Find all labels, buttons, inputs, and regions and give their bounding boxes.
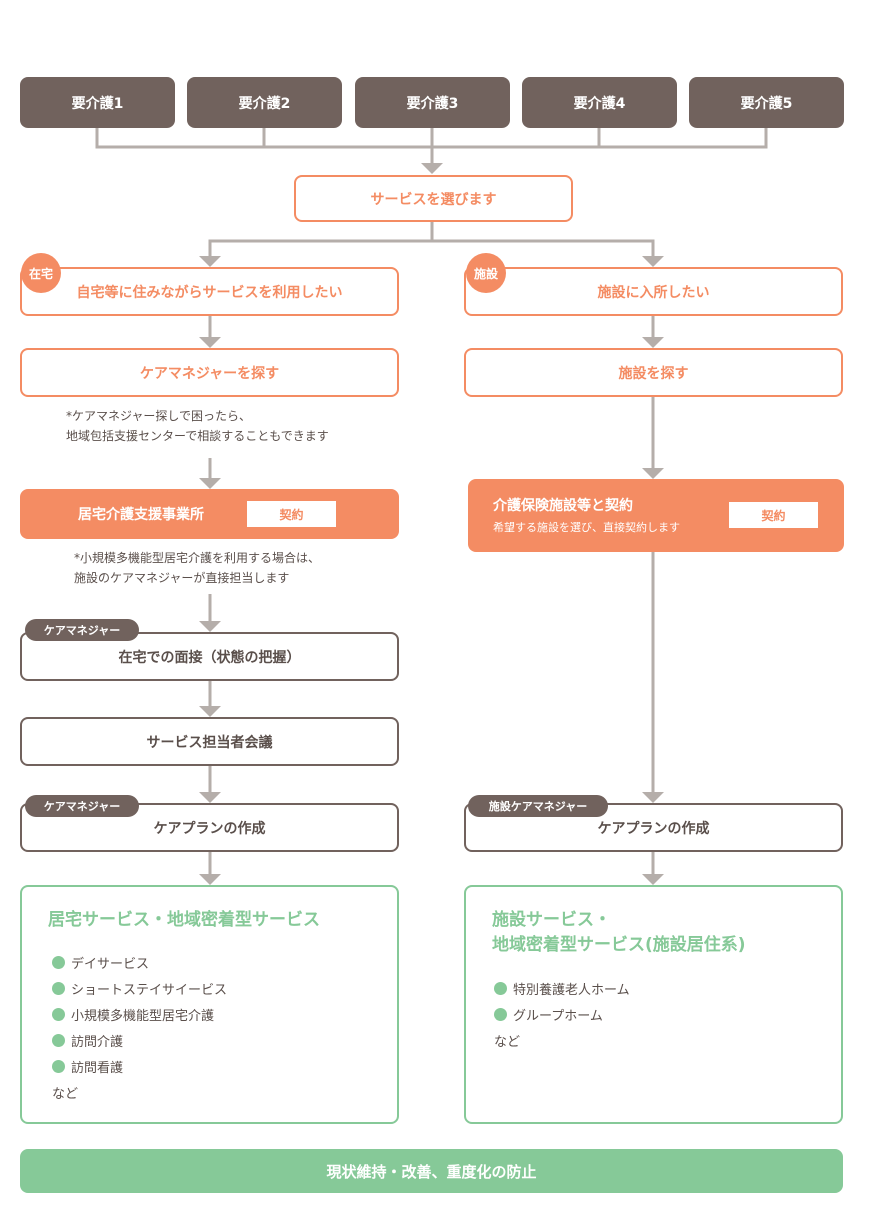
home-contract-button: 契約 <box>247 501 336 527</box>
home-title: 自宅等に住みながらサービスを利用したい <box>76 284 343 301</box>
list-item: 特別養護老人ホーム <box>494 975 630 1001</box>
home-care-office-label: 居宅介護支援事業所 <box>78 507 204 523</box>
home-note-1-line-1: *ケアマネジャー探しで困ったら、 <box>66 409 252 423</box>
home-note-2-line-1: *小規模多機能型居宅介護を利用する場合は、 <box>74 551 321 565</box>
care-level-5: 要介護5 <box>689 77 844 128</box>
care-manager-pill-2: ケアマネジャー <box>25 795 139 817</box>
facility-services-list: 特別養護老人ホーム グループホーム など <box>494 975 630 1053</box>
care-level-1: 要介護1 <box>20 77 175 128</box>
bullet-icon <box>494 1007 507 1021</box>
care-manager-pill-1: ケアマネジャー <box>25 619 139 641</box>
facility-contract-subtitle: 希望する施設を選び、直接契約します <box>493 521 680 534</box>
bullet-icon <box>52 981 65 995</box>
facility-services-box: 施設サービス・ 地域密着型サービス(施設居住系) 特別養護老人ホーム グループホ… <box>464 885 843 1124</box>
find-care-manager-box: ケアマネジャーを探す <box>20 348 399 397</box>
choose-service-box: サービスを選びます <box>294 175 573 222</box>
facility-contract-box: 介護保険施設等と契約 希望する施設を選び、直接契約します <box>468 479 844 552</box>
home-services-list: デイサービス ショートステイサイービス 小規模多機能型居宅介護 訪問介護 訪問看… <box>52 949 227 1105</box>
outcome-bar: 現状維持・改善、重度化の防止 <box>20 1149 843 1193</box>
home-note-1-line-2: 地域包括支援センターで相談することもできます <box>66 429 329 443</box>
facility-care-manager-pill: 施設ケアマネジャー <box>468 795 608 817</box>
home-interview-box: 在宅での面接（状態の把握） <box>20 632 399 681</box>
bullet-icon <box>494 981 507 995</box>
facility-contract-button: 契約 <box>729 502 818 528</box>
list-item: ショートステイサイービス <box>52 975 227 1001</box>
home-services-etc: など <box>52 1086 79 1102</box>
bullet-icon <box>52 955 65 969</box>
home-note-2-line-2: 施設のケアマネジャーが直接担当します <box>74 571 290 585</box>
bullet-icon <box>52 1059 65 1073</box>
facility-title: 施設に入所したい <box>597 284 710 301</box>
home-services-box: 居宅サービス・地域密着型サービス デイサービス ショートステイサイービス 小規模… <box>20 885 399 1124</box>
list-item: グループホーム <box>494 1001 630 1027</box>
facility-title-box: 施設に入所したい <box>464 267 843 316</box>
facility-badge: 施設 <box>466 253 506 293</box>
home-note-1: *ケアマネジャー探しで困ったら、 地域包括支援センターで相談することもできます <box>66 406 396 446</box>
facility-contract-title: 介護保険施設等と契約 <box>493 498 633 514</box>
find-facility-box: 施設を探す <box>464 348 843 397</box>
home-note-2: *小規模多機能型居宅介護を利用する場合は、 施設のケアマネジャーが直接担当します <box>74 548 404 588</box>
home-services-title: 居宅サービス・地域密着型サービス <box>48 910 320 930</box>
list-item: デイサービス <box>52 949 227 975</box>
list-item: 訪問看護 <box>52 1053 227 1079</box>
facility-services-title: 施設サービス・ 地域密着型サービス(施設居住系) <box>492 910 746 955</box>
bullet-icon <box>52 1033 65 1047</box>
service-meeting-box: サービス担当者会議 <box>20 717 399 766</box>
list-item: 小規模多機能型居宅介護 <box>52 1001 227 1027</box>
care-level-3: 要介護3 <box>355 77 510 128</box>
home-badge: 在宅 <box>21 253 61 293</box>
home-care-office-box: 居宅介護支援事業所 <box>20 489 399 539</box>
list-item: 訪問介護 <box>52 1027 227 1053</box>
care-level-4: 要介護4 <box>522 77 677 128</box>
care-level-2: 要介護2 <box>187 77 342 128</box>
facility-services-etc: など <box>494 1034 521 1050</box>
bullet-icon <box>52 1007 65 1021</box>
home-title-box: 自宅等に住みながらサービスを利用したい <box>20 267 399 316</box>
